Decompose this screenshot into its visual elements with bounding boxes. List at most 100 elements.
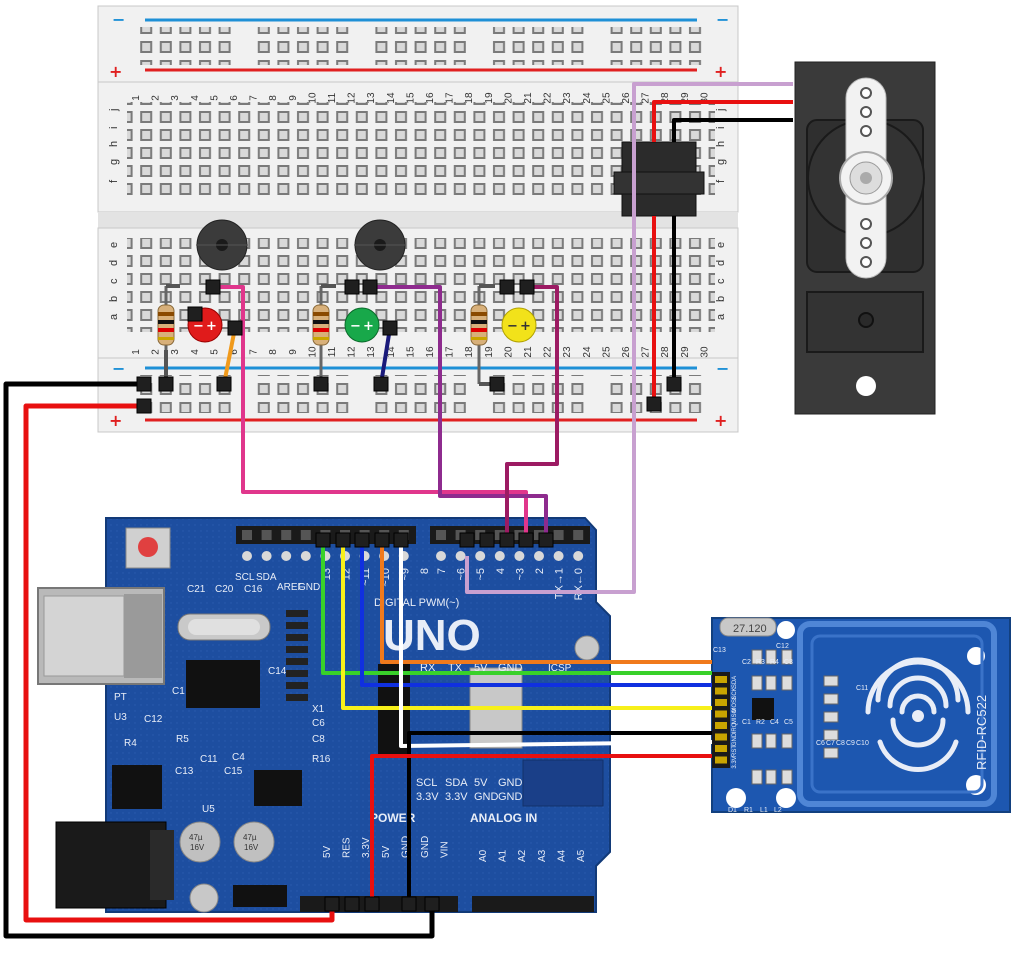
row-letter: b <box>108 296 120 302</box>
wire-rfid-black <box>407 731 712 904</box>
rfid-pin-header <box>712 672 730 768</box>
power-title: POWER <box>370 811 416 825</box>
header-label: 5V <box>474 777 488 789</box>
header-pin <box>281 530 292 540</box>
wire-end-pad <box>158 376 174 392</box>
rfid-pin <box>715 687 727 695</box>
rfid-pin-label: IRQ <box>732 722 738 733</box>
digital-pin-label: 2 <box>534 568 546 574</box>
wire-end-pad <box>335 532 351 548</box>
power-jack <box>55 821 167 909</box>
column-number: 30 <box>699 92 710 104</box>
servo-motor <box>794 61 936 415</box>
row-letter: h <box>715 141 727 147</box>
column-number: 1 <box>131 349 142 355</box>
column-number: 15 <box>405 92 416 104</box>
rail-minus-label: − <box>716 359 729 378</box>
silk-label: U3 <box>114 712 127 723</box>
wire-rfid-white <box>399 540 713 748</box>
silk-label: C14 <box>268 666 287 677</box>
rail-minus-label: − <box>112 10 125 29</box>
pin-label: GND <box>298 582 320 593</box>
pin-pad <box>553 551 564 561</box>
silk-label: C1 <box>172 686 185 697</box>
wire-end-pad <box>374 532 390 548</box>
wire-end-pad <box>499 279 515 295</box>
buzzer-1 <box>196 219 248 271</box>
smd-component <box>765 649 777 665</box>
silk-label: C15 <box>224 766 243 777</box>
wire-end-pad <box>382 320 398 336</box>
wire-end-pad <box>344 896 360 912</box>
wire-end-pad <box>364 896 380 912</box>
smd-component <box>781 675 793 691</box>
header-pin <box>242 530 252 540</box>
wire-end-pad <box>666 376 682 392</box>
header-pin <box>300 530 311 540</box>
smd-resistor <box>286 610 308 617</box>
wire-end-pad <box>518 532 534 548</box>
column-number: 7 <box>249 349 260 355</box>
analog-pin-label: A1 <box>498 849 509 862</box>
column-number: 24 <box>582 346 593 358</box>
column-number: 6 <box>229 349 240 355</box>
header-pin <box>261 530 272 540</box>
analog-pin-label: A5 <box>576 849 587 862</box>
wires <box>3 82 793 939</box>
pin-pad <box>436 551 446 561</box>
column-number: 18 <box>464 346 475 358</box>
rfid-pin <box>715 756 727 764</box>
analog-pin-label: A3 <box>537 849 548 862</box>
mount-hole <box>777 621 795 639</box>
wire-end-pad <box>424 896 440 912</box>
wire-led-ground-jumper <box>222 327 237 385</box>
rfid-pin-label: RST <box>732 745 738 757</box>
rfid-wave-icon <box>865 657 971 773</box>
column-number: 23 <box>562 92 573 104</box>
digital-pin-label: ~3 <box>514 568 526 581</box>
silk-label: L2 <box>774 807 782 814</box>
silk-label: D1 <box>728 807 737 814</box>
column-number: 18 <box>464 92 475 104</box>
mount-hole <box>574 635 600 661</box>
column-number: 19 <box>484 346 495 358</box>
resistor-3 <box>470 284 495 384</box>
row-letter: d <box>108 260 120 266</box>
wire-servo-power <box>652 100 793 142</box>
smd-component <box>823 675 839 687</box>
capacitor-text: 16V <box>190 843 205 852</box>
silk-label: C21 <box>187 584 206 595</box>
power-pin-label: 5V <box>322 845 333 858</box>
silk-label: C11 <box>200 754 218 765</box>
row-letter: h <box>108 141 120 147</box>
rfid-pin <box>715 699 727 706</box>
column-number: 25 <box>601 92 612 104</box>
wire-end-pad <box>324 896 340 912</box>
mount-hole <box>726 788 746 808</box>
column-number: 17 <box>445 92 456 104</box>
column-number: 13 <box>366 92 377 104</box>
wire-pads <box>136 279 682 912</box>
column-number: 29 <box>680 92 691 104</box>
buzzer-2 <box>354 219 406 271</box>
silk-label: C3 <box>784 659 793 666</box>
rfid-pin-label: MISO <box>732 709 738 725</box>
column-number: 10 <box>307 346 318 358</box>
silk-label: R2 <box>756 719 765 726</box>
wire-end-pad <box>187 306 203 322</box>
smd-resistor <box>286 670 308 677</box>
smd-component <box>823 747 839 759</box>
silk-label: C4 <box>770 719 779 726</box>
pin-pad <box>534 551 544 561</box>
column-number: 14 <box>386 346 397 358</box>
silk-label: C16 <box>244 584 263 595</box>
power-pin-label: RES <box>342 837 353 858</box>
row-letter: a <box>108 313 120 320</box>
wire-end-pad <box>227 320 243 336</box>
usb-chip <box>186 660 260 708</box>
mount-hole <box>776 788 796 808</box>
column-number: 4 <box>190 349 201 355</box>
pin-pad <box>494 551 505 561</box>
row-letter: i <box>108 127 120 129</box>
wire-end-pad <box>354 532 370 548</box>
